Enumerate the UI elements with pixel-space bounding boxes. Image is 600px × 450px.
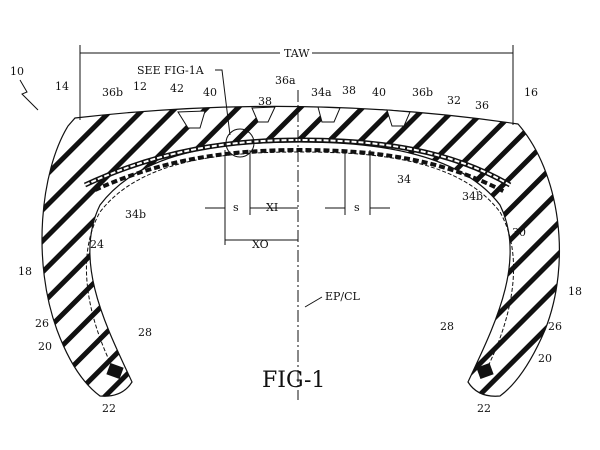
svg-text:36a: 36a	[275, 74, 296, 87]
svg-text:40: 40	[203, 86, 217, 99]
tread-grooves	[177, 106, 411, 129]
svg-text:30: 30	[512, 226, 526, 239]
ep-cl-label: EP/CL	[325, 290, 361, 303]
svg-text:36: 36	[475, 99, 489, 112]
svg-text:22: 22	[102, 402, 116, 415]
svg-text:26: 26	[35, 317, 49, 330]
svg-text:40: 40	[372, 86, 386, 99]
svg-text:36b: 36b	[102, 86, 123, 99]
svg-text:34: 34	[397, 173, 411, 186]
bead-core-left	[106, 362, 124, 380]
svg-text:18: 18	[18, 265, 32, 278]
svg-text:16: 16	[524, 86, 538, 99]
xo-label: XO	[252, 238, 269, 251]
svg-text:38: 38	[342, 84, 356, 97]
svg-text:14: 14	[55, 80, 69, 93]
svg-text:24: 24	[90, 238, 104, 251]
svg-text:34b: 34b	[125, 208, 146, 221]
xi-label: XI	[266, 201, 278, 214]
figure-caption: FIG-1	[262, 368, 325, 393]
svg-text:28: 28	[138, 326, 152, 339]
svg-text:26: 26	[548, 320, 562, 333]
svg-text:28: 28	[440, 320, 454, 333]
svg-text:34a: 34a	[311, 86, 332, 99]
svg-text:20: 20	[38, 340, 52, 353]
svg-text:32: 32	[447, 94, 461, 107]
belt-plies	[83, 137, 512, 194]
s-label-right: s	[354, 201, 360, 214]
svg-text:22: 22	[477, 402, 491, 415]
reference-numerals: 10 14 12 36b 42 40 38 36a 34a 38 40 36b …	[10, 65, 582, 415]
svg-text:10: 10	[10, 65, 24, 78]
svg-text:34b: 34b	[462, 190, 483, 203]
svg-text:20: 20	[538, 352, 552, 365]
see-fig-1a-label: SEE FIG-1A	[137, 64, 205, 77]
s-label-left: s	[233, 201, 239, 214]
dimension-lines	[205, 150, 390, 245]
svg-text:42: 42	[170, 82, 184, 95]
svg-text:18: 18	[568, 285, 582, 298]
carcass-ply	[85, 151, 515, 379]
bead-core-right	[476, 362, 494, 380]
taw-label: TAW	[284, 47, 310, 60]
svg-text:12: 12	[133, 80, 147, 93]
svg-text:36b: 36b	[412, 86, 433, 99]
svg-text:38: 38	[258, 95, 272, 108]
